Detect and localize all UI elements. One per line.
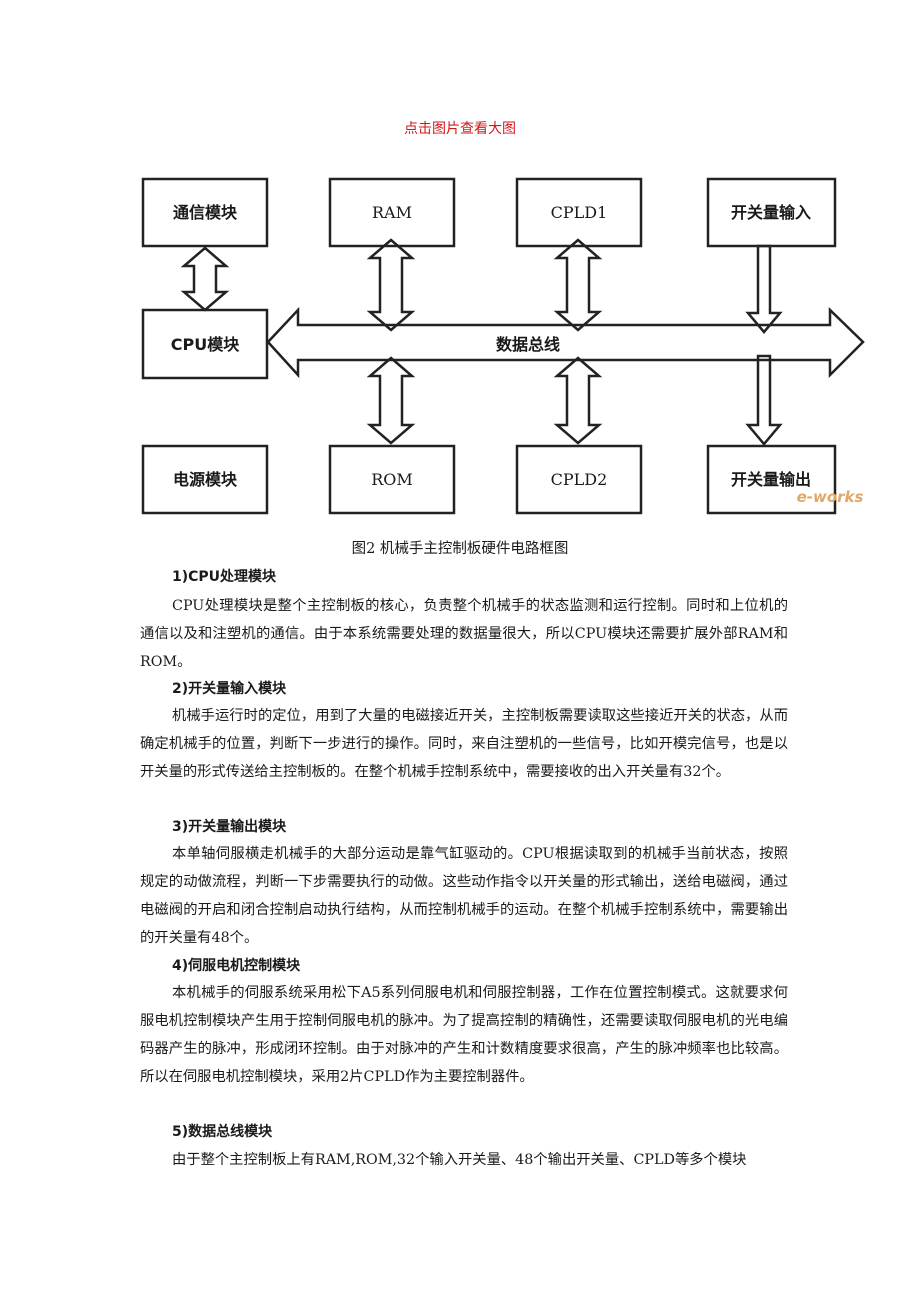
ram-box [328, 177, 456, 248]
section-1-body: CPU处理模块是整个主控制板的核心，负责整个机械手的状态监测和运行控制。同时和上… [140, 598, 788, 670]
section-5-body: 由于整个主控制板上有RAM,ROM,32个输入开关量、48个输出开关量、CPLD… [172, 1152, 747, 1168]
cpld1-box [515, 177, 643, 248]
cpld2-bus-arrow [553, 356, 603, 445]
section-4-body: 本机械手的伺服系统采用松下A5系列伺服电机和伺服控制器，工作在位置控制模式。这就… [140, 985, 788, 1085]
switch-in-arrow [745, 244, 783, 334]
cpld1-label: CPLD1 [551, 203, 608, 222]
section-3-body: 本单轴伺服横走机械手的大部分运动是靠气缸驱动的。CPU根据读取到的机械手当前状态… [140, 846, 788, 946]
cpld2-label: CPLD2 [551, 470, 608, 489]
cpld2-box [515, 444, 643, 515]
switch-input-box [706, 177, 837, 248]
section-2-body: 机械手运行时的定位，用到了大量的电磁接近开关，主控制板需要读取这些接近开关的状态… [140, 708, 788, 780]
eworks-watermark: e-works [797, 488, 864, 506]
section-1-heading: 1)CPU处理模块 [172, 569, 277, 585]
comm-module-label: 通信模块 [173, 203, 238, 222]
rom-bus-arrow [366, 356, 416, 445]
ram-bus-arrow [366, 238, 416, 332]
comm-cpu-arrow [180, 246, 230, 312]
section-3-heading: 3)开关量输出模块 [172, 819, 287, 835]
ram-label: RAM [372, 203, 412, 222]
cpld1-bus-arrow [553, 238, 603, 332]
switch-out-arrow [745, 354, 783, 446]
rom-label: ROM [371, 470, 413, 489]
switch-output-label: 开关量输出 [731, 470, 811, 489]
rom-box [328, 444, 456, 515]
power-module-box [141, 444, 269, 515]
power-module-label: 电源模块 [173, 470, 238, 489]
cpu-module-label: CPU模块 [171, 335, 240, 354]
hardware-block-diagram[interactable]: 通信模块 RAM CPLD1 开关量输入 CPU模块 数据总线 电源模块 ROM… [118, 170, 868, 525]
bus-label: 数据总线 [496, 335, 560, 354]
data-bus-arrow [266, 306, 865, 379]
section-2-heading: 2)开关量输入模块 [172, 681, 287, 697]
comm-module-box [141, 177, 269, 248]
switch-input-label: 开关量输入 [731, 203, 811, 222]
section-5-heading: 5)数据总线模块 [172, 1124, 273, 1140]
figure-caption: 图2 机械手主控制板硬件电路框图 [351, 541, 569, 557]
section-4-heading: 4)伺服电机控制模块 [172, 958, 301, 974]
switch-output-box [706, 444, 837, 515]
cpu-module-box [141, 308, 269, 380]
view-large-image-link[interactable]: 点击图片查看大图 [404, 121, 516, 137]
